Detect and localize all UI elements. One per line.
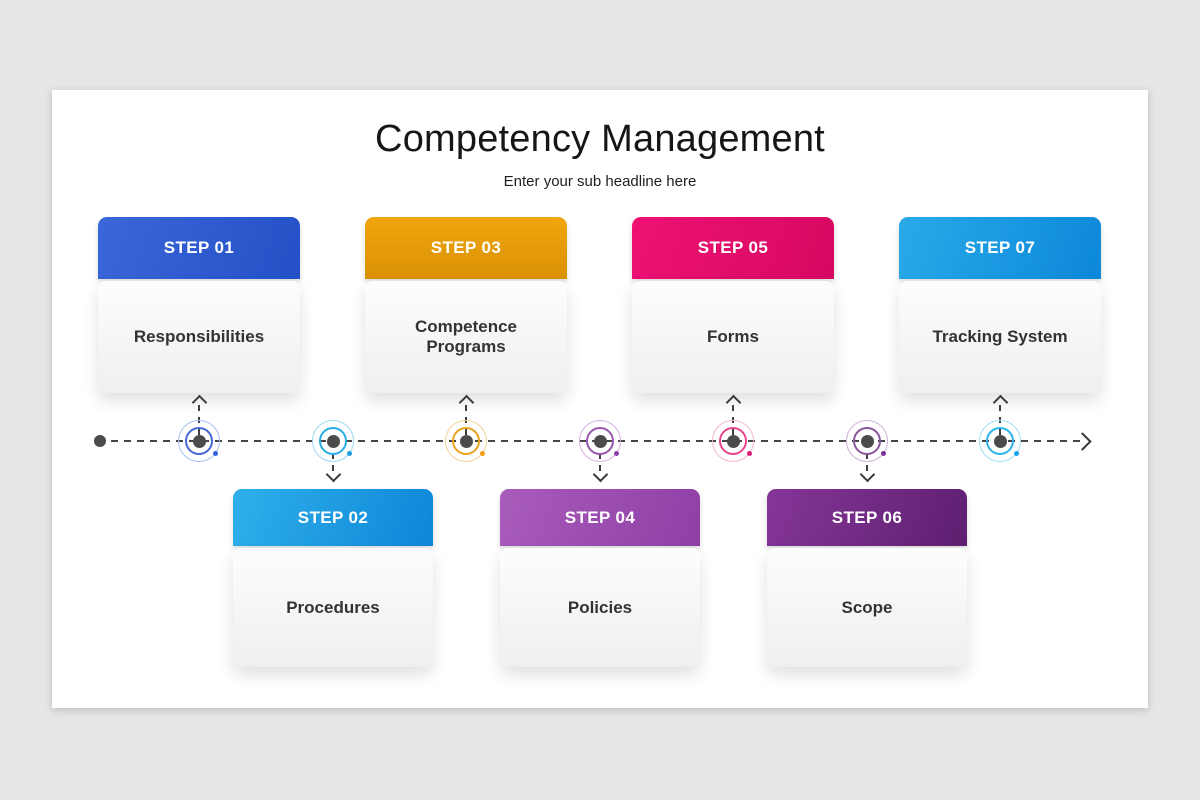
step-card-2: STEP 02 Procedures (233, 489, 433, 667)
step-1-body: Responsibilities (98, 281, 300, 393)
marker-outer-ring (445, 420, 487, 462)
marker-ring (586, 427, 614, 455)
marker-dot (860, 434, 874, 448)
timeline-marker-4 (578, 419, 622, 463)
marker-outer-ring (979, 420, 1021, 462)
step-3-header: STEP 03 (365, 217, 567, 279)
step-card-4: STEP 04 Policies (500, 489, 700, 667)
marker-dot (192, 434, 206, 448)
step-6-header: STEP 06 (767, 489, 967, 546)
step-card-3: STEP 03 Competence Programs (365, 217, 567, 393)
timeline-marker-3 (444, 419, 488, 463)
marker-dot (993, 434, 1007, 448)
step-4-label: STEP 04 (564, 507, 636, 527)
step-5-text: Forms (707, 327, 759, 346)
arrow-down-icon (592, 466, 609, 483)
timeline-marker-5 (711, 419, 755, 463)
marker-outer-ring (178, 420, 220, 462)
step-2-text: Procedures (286, 597, 380, 617)
marker-outer-ring (312, 420, 354, 462)
timeline-marker-2 (311, 419, 355, 463)
marker-satellite-dot (1014, 451, 1019, 456)
page-title: Competency Management (375, 118, 825, 160)
step-1-text: Responsibilities (133, 327, 265, 346)
marker-ring (986, 427, 1014, 455)
marker-outer-ring (846, 420, 888, 462)
timeline-marker-7 (978, 419, 1022, 463)
marker-satellite-dot (747, 451, 752, 456)
step-6-label: STEP 06 (831, 507, 903, 527)
marker-satellite-dot (614, 451, 619, 456)
step-card-7: STEP 07 Tracking System (899, 217, 1101, 393)
step-2-header: STEP 02 (233, 489, 433, 546)
step-7-label: STEP 07 (964, 238, 1036, 257)
step-4-body: Policies (500, 548, 700, 667)
step-5-label: STEP 05 (697, 238, 769, 257)
step-2-label: STEP 02 (297, 507, 369, 527)
marker-satellite-dot (881, 451, 886, 456)
marker-dot (726, 434, 740, 448)
step-card-5: STEP 05 Forms (632, 217, 834, 393)
step-6-text: Scope (841, 597, 893, 617)
arrow-down-icon (859, 466, 876, 483)
step-3-text: Competence Programs (414, 317, 518, 356)
marker-ring (319, 427, 347, 455)
marker-ring (452, 427, 480, 455)
marker-dot (326, 434, 340, 448)
marker-outer-ring (579, 420, 621, 462)
timeline-node-7 (978, 394, 1022, 486)
step-7-header: STEP 07 (899, 217, 1101, 279)
marker-dot (459, 434, 473, 448)
marker-ring (719, 427, 747, 455)
arrow-down-icon (325, 466, 342, 483)
step-2-body: Procedures (233, 548, 433, 667)
step-5-header: STEP 05 (632, 217, 834, 279)
step-card-6: STEP 06 Scope (767, 489, 967, 667)
step-1-header: STEP 01 (98, 217, 300, 279)
step-7-body: Tracking System (899, 281, 1101, 393)
step-card-1: STEP 01 Responsibilities (98, 217, 300, 393)
step-5-body: Forms (632, 281, 834, 393)
marker-satellite-dot (213, 451, 218, 456)
timeline-node-3 (444, 394, 488, 486)
timeline-node-1 (177, 394, 221, 486)
step-3-body: Competence Programs (365, 281, 567, 393)
timeline-marker-6 (845, 419, 889, 463)
marker-ring (853, 427, 881, 455)
marker-outer-ring (712, 420, 754, 462)
step-7-text: Tracking System (932, 327, 1068, 346)
page-subtitle: Enter your sub headline here (503, 173, 697, 190)
marker-satellite-dot (347, 451, 352, 456)
timeline-node-2 (311, 396, 355, 486)
marker-satellite-dot (480, 451, 485, 456)
timeline-start-dot (94, 435, 106, 447)
step-4-header: STEP 04 (500, 489, 700, 546)
marker-dot (593, 434, 607, 448)
timeline-node-5 (711, 394, 755, 486)
marker-ring (185, 427, 213, 455)
step-1-label: STEP 01 (163, 238, 235, 257)
step-4-text: Policies (567, 597, 633, 617)
timeline-node-4 (578, 396, 622, 486)
timeline-marker-1 (177, 419, 221, 463)
step-6-body: Scope (767, 548, 967, 667)
step-3-label: STEP 03 (430, 238, 502, 257)
timeline-node-6 (845, 396, 889, 486)
